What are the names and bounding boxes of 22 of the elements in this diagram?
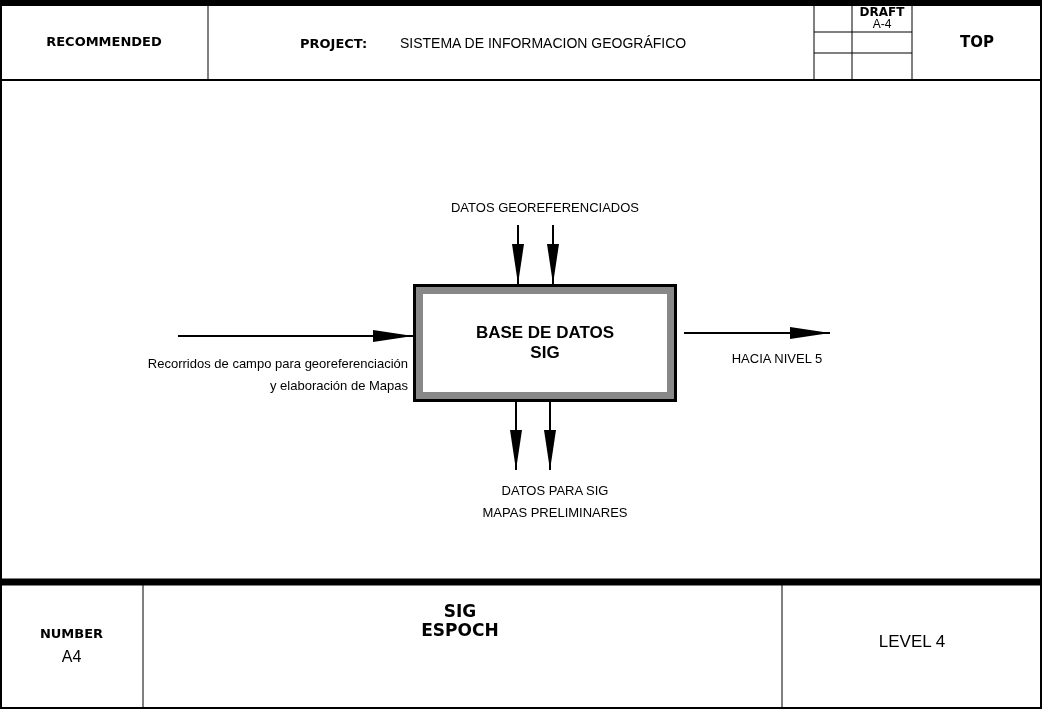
edge-label: Recorridos de campo para georeferenciación y elaboración de Mapas: [146, 355, 408, 395]
arrow: [683, 327, 831, 339]
header-field-label: DRAFT: [858, 5, 906, 19]
header-field-label: RECOMMENDED: [45, 34, 163, 49]
footer-name-value: SIG ESPOCH: [420, 602, 500, 640]
arrow: [547, 224, 559, 285]
arrow: [512, 224, 524, 285]
level-value: LEVEL 4: [877, 632, 947, 652]
project-name: SISTEMA DE INFORMACION GEOGRÁFICO: [400, 35, 687, 51]
draft-value: A-4: [871, 17, 893, 31]
arrow-label: MAPAS PRELIMINARES: [481, 504, 629, 522]
number-value: A4: [60, 648, 83, 666]
footer-field-label: NUMBER: [38, 626, 105, 641]
arrow: [177, 330, 414, 342]
arrow-label: DATOS PARA SIG: [500, 482, 610, 500]
header-field-label: TOP: [959, 33, 995, 51]
arrow: [544, 401, 556, 471]
header-field-label: PROJECT:: [300, 36, 368, 51]
process-box: BASE DE DATOS SIG: [413, 284, 677, 402]
arrow: [510, 401, 522, 471]
edge-label: HACIA NIVEL 5: [730, 350, 824, 368]
arrow-label: DATOS GEOREFERENCIADOS: [420, 199, 670, 225]
